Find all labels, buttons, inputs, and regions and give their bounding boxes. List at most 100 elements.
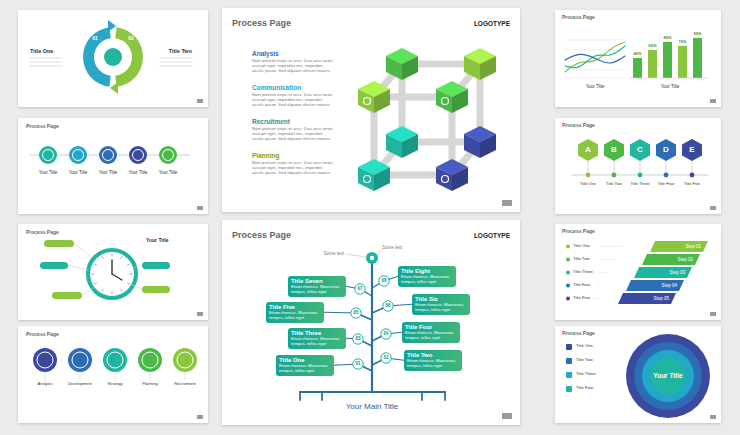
callout-number: 07 [357, 286, 362, 291]
shape [74, 243, 92, 258]
shape [150, 372, 151, 380]
item-title: Title Five [573, 296, 590, 301]
slide-panel [18, 118, 208, 214]
shape [386, 56, 402, 80]
list-icon [566, 344, 572, 350]
shape [444, 392, 446, 400]
shape [112, 274, 122, 280]
clock-face [88, 250, 136, 298]
number-circle [351, 308, 361, 318]
shape [374, 167, 390, 191]
number-circle [381, 329, 391, 339]
shape [30, 58, 62, 59]
timeline-dot [664, 173, 669, 178]
callout-number: 04 [383, 331, 388, 336]
cube [436, 159, 468, 191]
note-pill [142, 286, 170, 293]
shape [642, 254, 700, 265]
shape [358, 89, 374, 113]
box-text: Etiam rhoncus. Maecenas tempus, tellus e… [279, 364, 331, 374]
shape [130, 284, 142, 289]
timeline-dot [612, 173, 617, 178]
callout-number: 06 [385, 303, 390, 308]
shape [436, 89, 452, 113]
shape [421, 392, 423, 400]
callout-number: 05 [353, 310, 358, 315]
body-text: Nam pretium turpis et arcu. Duis arcu to… [252, 127, 334, 141]
band-text: Step 05 [653, 296, 669, 301]
money-icon [366, 252, 378, 264]
callout-number: 02 [383, 355, 388, 360]
callout-number: 08 [381, 278, 386, 283]
shape [346, 254, 366, 257]
shape [634, 267, 692, 278]
shape [134, 265, 142, 268]
item-title: Title One [576, 344, 593, 349]
box-text: Etiam rhoncus. Maecenas tempus, tellus e… [405, 331, 457, 341]
section-heading: Analysis [252, 50, 279, 57]
item-title: Title Two [606, 182, 622, 187]
shape [92, 274, 94, 275]
step-circle [33, 348, 57, 372]
item-title: Title Two [573, 257, 590, 262]
shape [442, 98, 449, 105]
step-circle [163, 150, 174, 161]
shape [650, 241, 708, 252]
box-title: Title Eight [401, 268, 453, 275]
step-circle [99, 146, 117, 164]
hexagon: B [603, 139, 625, 161]
number-circle [355, 284, 365, 294]
shape [102, 290, 103, 292]
step-circle [73, 150, 84, 161]
cube [464, 48, 496, 80]
hexagon: A [577, 139, 599, 161]
timeline-dot [586, 173, 591, 178]
step-band: Step 03 [634, 267, 692, 278]
note-pill [44, 240, 74, 247]
slide-header: Process Page [232, 230, 291, 240]
list-dot [566, 284, 570, 288]
slide-header: Process Page [562, 331, 595, 337]
list-icon [566, 386, 572, 392]
callout-number: 03 [355, 336, 360, 341]
list-dot [566, 245, 570, 249]
section-heading: Communication [252, 84, 301, 91]
shape [650, 358, 686, 394]
box-text: Etiam rhoncus. Maecenas tempus, tellus e… [269, 311, 321, 321]
step-band: Step 04 [626, 280, 684, 291]
callout-number: 01 [92, 36, 98, 42]
step-circle [43, 150, 54, 161]
number-circle [353, 359, 363, 369]
cube [358, 81, 390, 113]
hexagon-letter: B [611, 145, 617, 154]
shape [480, 134, 496, 158]
logo-text: LOGOTYPE [474, 20, 510, 27]
page-tag [502, 200, 512, 206]
shape [68, 265, 88, 270]
box-title: Title Six [415, 296, 467, 303]
process-box: Title FiveEtiam rhoncus. Maecenas tempus… [266, 302, 324, 323]
cube [386, 126, 418, 158]
item-title: Title Two [169, 48, 192, 54]
slide-panel [555, 224, 721, 320]
box-title: Title Five [269, 304, 321, 311]
step-circle [138, 348, 162, 372]
page-tag [502, 413, 512, 419]
step-circle [173, 348, 197, 372]
cycle-icon [104, 48, 122, 66]
shape [656, 139, 676, 161]
shape [160, 62, 192, 63]
percent-label: 60% [648, 44, 656, 49]
shape [604, 139, 624, 161]
shape [121, 257, 122, 259]
hexagon-letter: D [663, 145, 669, 154]
number-circle [353, 334, 363, 344]
box-text: Etiam rhoncus. Maecenas tempus, tellus e… [415, 303, 467, 313]
shape [121, 290, 122, 292]
chart-title: Your Title [661, 84, 680, 89]
list-icon [566, 358, 572, 364]
shape [565, 42, 625, 72]
page-tag [197, 99, 203, 103]
shape [565, 70, 625, 71]
slide-header: Process Page [232, 18, 291, 28]
